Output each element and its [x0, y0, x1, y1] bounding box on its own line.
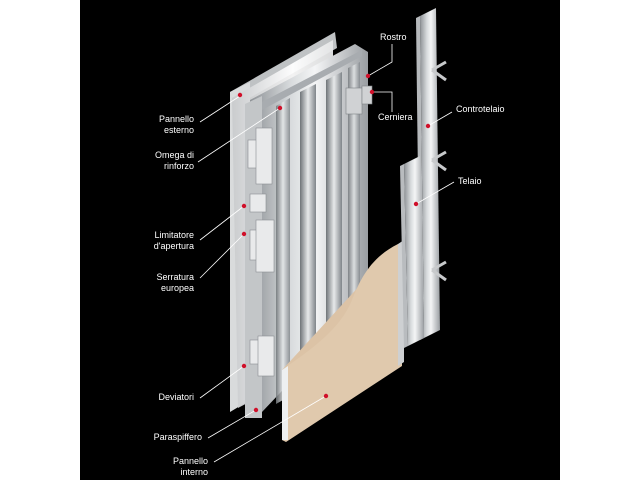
frame	[400, 156, 424, 348]
label-cerniera: Cerniera	[378, 112, 413, 122]
label-telaio: Telaio	[458, 176, 482, 186]
label-paraspiffero: Paraspiffero	[153, 432, 202, 442]
label-limitatore: Limitatore d'apertura	[153, 230, 194, 251]
markers	[237, 73, 431, 413]
label-controtelaio: Controtelaio	[456, 104, 505, 114]
label-rostro: Rostro	[380, 32, 407, 42]
label-deviatori: Deviatori	[158, 392, 194, 402]
label-pannello-esterno: Pannello esterno	[158, 114, 194, 135]
label-pannello-interno: Pannello interno	[172, 456, 208, 477]
hinges	[345, 85, 373, 115]
label-omega-rinforzo: Omega di rinforzo	[154, 150, 194, 171]
leader-lines	[197, 44, 455, 463]
label-serratura: Serratura europea	[156, 272, 194, 293]
lock-blocks	[247, 127, 275, 377]
